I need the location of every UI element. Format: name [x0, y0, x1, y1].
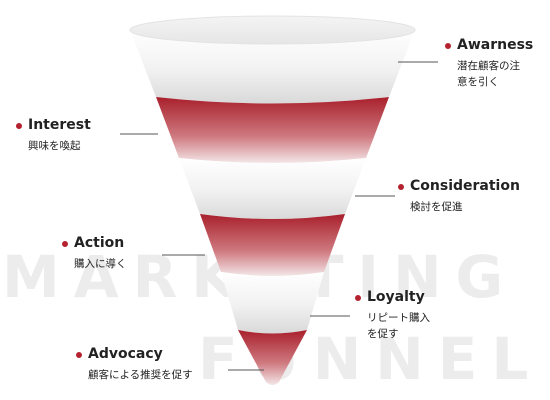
stage-title-loyalty: Loyalty: [367, 289, 425, 305]
funnel-band-action: [200, 214, 345, 276]
bullet-dot-icon: [355, 294, 361, 301]
stage-desc-awareness-line1: 潜在顧客の注: [457, 59, 520, 72]
bullet-dot-icon: [76, 351, 82, 358]
stage-desc-loyalty-line2: を促す: [367, 327, 399, 340]
stage-desc-advocacy: 顧客による推奨を促す: [88, 368, 193, 381]
bullet-dot-icon: [398, 183, 404, 190]
stage-title-consideration: Consideration: [410, 178, 520, 194]
stage-title-action: Action: [74, 235, 125, 251]
stage-desc-awareness-line2: 意を引く: [457, 75, 499, 88]
stage-desc-loyalty-line1: リピート購入: [367, 311, 430, 324]
bullet-dot-icon: [16, 122, 22, 129]
stage-title-interest: Interest: [28, 117, 91, 133]
label-interest: Interest 興味を喚起: [16, 117, 91, 154]
stage-desc-action: 購入に導く: [74, 257, 127, 270]
stage-title-awareness: Awarness: [457, 37, 534, 53]
funnel-band-consideration: [179, 158, 366, 219]
label-advocacy: Advocacy 顧客による推奨を促す: [76, 346, 193, 383]
funnel-band-loyalty: [221, 272, 324, 334]
label-action: Action 購入に導く: [62, 235, 127, 272]
funnel-band-awareness: [129, 15, 416, 104]
stage-title-advocacy: Advocacy: [88, 346, 163, 362]
stage-desc-consideration: 検討を促進: [410, 200, 463, 213]
label-loyalty: Loyalty リピート購入 を促す: [355, 289, 430, 342]
bullet-dot-icon: [445, 42, 451, 49]
funnel-band-advocacy: [238, 330, 307, 385]
label-consideration: Consideration 検討を促進: [398, 178, 520, 215]
stage-desc-interest: 興味を喚起: [28, 139, 81, 152]
bullet-dot-icon: [62, 240, 68, 247]
label-awareness: Awarness 潜在顧客の注 意を引く: [445, 37, 533, 90]
funnel-band-interest: [156, 97, 389, 163]
